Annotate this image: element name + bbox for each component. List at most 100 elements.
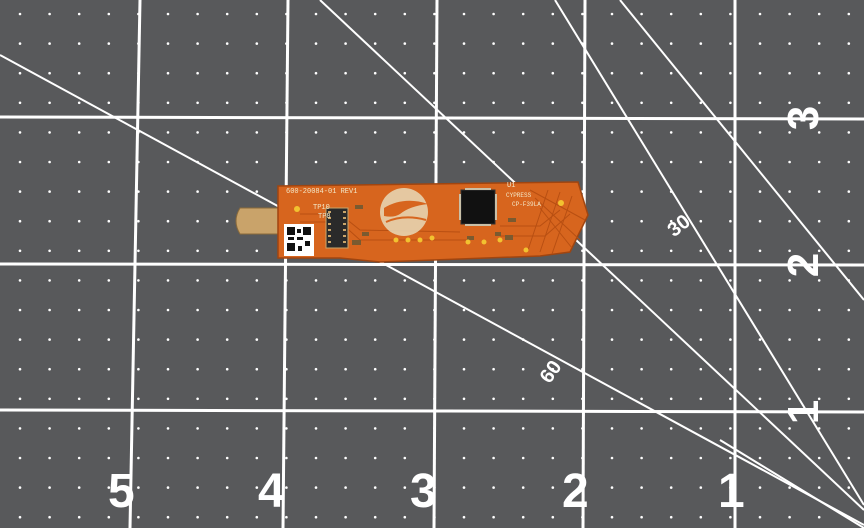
mat-dot (788, 190, 791, 193)
mat-dot (551, 71, 555, 75)
mat-dot (817, 308, 821, 312)
mat-dot (77, 367, 81, 371)
mat-dot (699, 42, 703, 45)
mat-dot (107, 101, 111, 105)
mat-dot (107, 515, 111, 519)
mat-dot (847, 427, 851, 430)
mat-dot (344, 160, 347, 164)
mat-dot (758, 12, 762, 16)
mat-dot (107, 42, 111, 45)
mat-dot (255, 71, 259, 75)
mat-dot (462, 367, 466, 371)
mat-dot (137, 279, 140, 282)
mat-dot (77, 71, 81, 75)
mat-dot (344, 279, 347, 282)
mat-dot (77, 101, 81, 105)
mat-dot (521, 397, 525, 401)
flex-connector (325, 207, 349, 249)
mat-dot (788, 397, 791, 401)
mat-dot (729, 190, 732, 193)
mat-dot (610, 279, 614, 282)
mat-dot (521, 71, 525, 75)
mat-dot (788, 427, 791, 430)
mat-dot (521, 427, 525, 430)
ruler-number-side: 1 (779, 399, 829, 425)
mat-dot (729, 42, 732, 45)
mat-dot (48, 279, 51, 282)
mat-dot (551, 101, 555, 105)
mat-dot (403, 367, 407, 371)
mat-dot (610, 160, 614, 164)
mat-dot (403, 42, 407, 45)
mat-dot (344, 338, 347, 341)
mat-dot (107, 367, 111, 371)
mat-dot (373, 486, 377, 489)
ruler-number-side: 3 (779, 105, 829, 131)
mat-dot (344, 12, 347, 16)
mat-dot (462, 308, 466, 312)
mat-dot (492, 71, 495, 75)
mat-dot (669, 71, 673, 75)
mat-dot (669, 456, 673, 460)
chip-pins (459, 188, 497, 226)
mat-dot (847, 219, 851, 223)
mat-dot (255, 515, 259, 519)
mat-dot (107, 279, 111, 282)
mat-dot (640, 219, 643, 223)
mat-dot (462, 397, 466, 401)
mat-dot (699, 71, 703, 75)
mat-dot (788, 338, 791, 341)
mat-dot (18, 486, 22, 489)
mat-dot (847, 12, 851, 16)
mat-dot (788, 279, 791, 282)
mat-dot (77, 190, 81, 193)
mat-dot (758, 219, 762, 223)
mat-dot (788, 367, 791, 371)
mat-dot (462, 71, 466, 75)
mat-dot (344, 397, 347, 401)
mat-dot (137, 397, 140, 401)
flex-pcb (235, 181, 589, 263)
mat-dot (758, 456, 762, 460)
mat-dot (788, 12, 791, 16)
mat-dot (551, 279, 555, 282)
mat-dot (107, 190, 111, 193)
mat-dot (433, 71, 436, 75)
mat-dot (610, 367, 614, 371)
mat-dot (758, 486, 762, 489)
mat-dot (817, 190, 821, 193)
mat-dot (225, 160, 229, 164)
mat-dot (48, 219, 51, 223)
mat-dot (640, 456, 643, 460)
mat-dot (196, 219, 199, 223)
mat-dot (640, 308, 643, 312)
mat-dot (255, 249, 259, 253)
mat-dot (196, 456, 199, 460)
mat-dot (77, 486, 81, 489)
ruler-number-bottom: 2 (562, 465, 589, 518)
mat-dot (225, 131, 229, 134)
mat-dot (551, 160, 555, 164)
pcb-test-point-label: TP8 (318, 213, 331, 221)
mat-dot (403, 279, 407, 282)
mat-dot (77, 249, 81, 253)
pcb-logo-text: CYPRESS (506, 192, 532, 199)
mat-dot (48, 456, 51, 460)
mat-dot (166, 190, 170, 193)
mat-dot (196, 71, 199, 75)
mat-dot (640, 12, 643, 16)
mat-dot (669, 308, 673, 312)
mat-dot (196, 249, 199, 253)
mat-dot (462, 456, 466, 460)
ruler-number-bottom: 3 (410, 465, 437, 518)
mat-dot (581, 101, 584, 105)
mat-dot (521, 486, 525, 489)
mat-dot (669, 12, 673, 16)
mat-dot (225, 515, 229, 519)
mat-dot (699, 308, 703, 312)
mat-dot (610, 42, 614, 45)
mat-dot (285, 397, 288, 401)
grid-line-horizontal (0, 115, 864, 121)
mat-dot (640, 160, 643, 164)
mat-dot (433, 12, 436, 16)
